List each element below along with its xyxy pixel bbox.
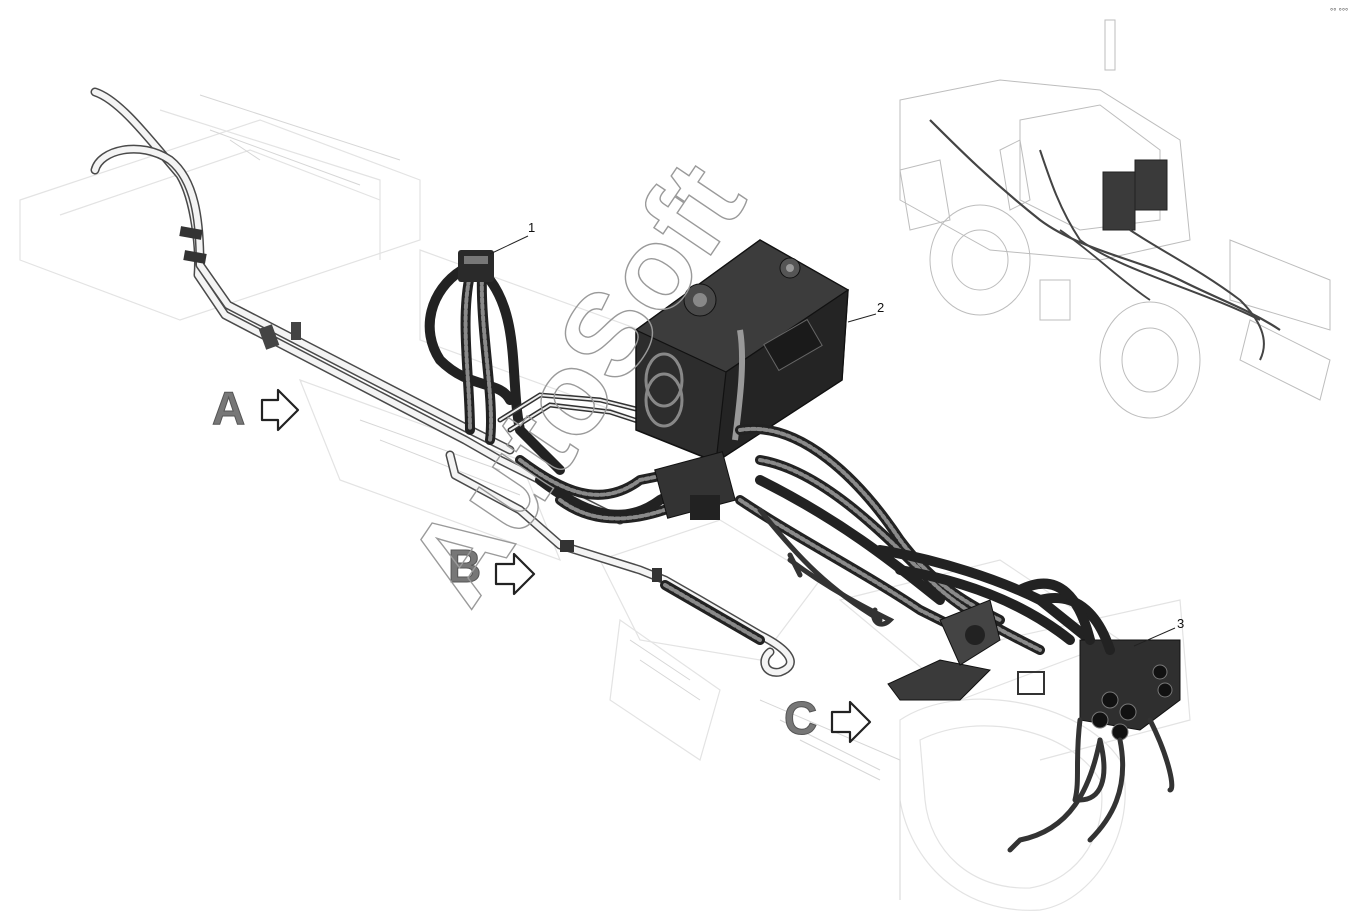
callout-3: 3 — [1133, 616, 1184, 647]
view-marker-c: C — [784, 692, 872, 745]
rear-distributor-block — [887, 578, 1181, 853]
view-a-letter: A — [212, 382, 245, 434]
view-c-arrow-icon — [830, 700, 872, 744]
callout-1: 1 — [489, 220, 535, 255]
long-steel-tube — [90, 87, 625, 525]
callout-2-label: 2 — [877, 300, 884, 315]
callout-3-label: 3 — [1177, 616, 1184, 631]
view-b-letter: B — [448, 540, 481, 592]
overview-inset-tractor — [899, 19, 1331, 419]
view-marker-a: A — [212, 382, 300, 435]
view-a-arrow-icon — [260, 388, 300, 432]
callout-2: 2 — [847, 300, 884, 323]
view-c-letter: C — [784, 692, 817, 744]
hydraulic-tank — [634, 239, 850, 464]
view-marker-b: B — [448, 540, 536, 596]
main-hose-bundle — [515, 423, 1095, 655]
lower-tube-branch — [445, 450, 795, 677]
tank-frame-tubes — [497, 392, 653, 433]
corner-mark: °° °°° — [1330, 7, 1348, 16]
view-b-arrow-icon — [494, 552, 536, 596]
callout-1-label: 1 — [528, 220, 535, 235]
